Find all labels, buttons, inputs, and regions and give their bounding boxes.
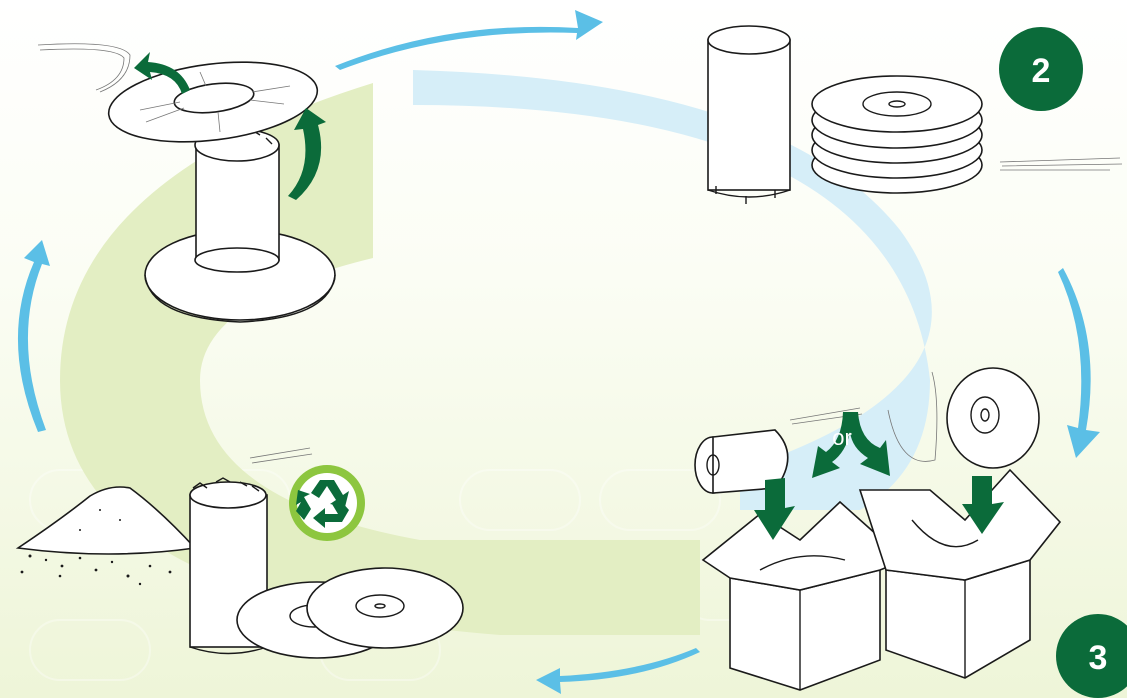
step-2-badge: 2 xyxy=(999,27,1083,111)
step-3-label: 3 xyxy=(1089,639,1108,677)
or-label: or xyxy=(832,425,852,450)
step-2-label: 2 xyxy=(1032,52,1051,90)
step-3-badge: 3 xyxy=(1056,614,1127,698)
recycle-icon xyxy=(289,465,365,541)
